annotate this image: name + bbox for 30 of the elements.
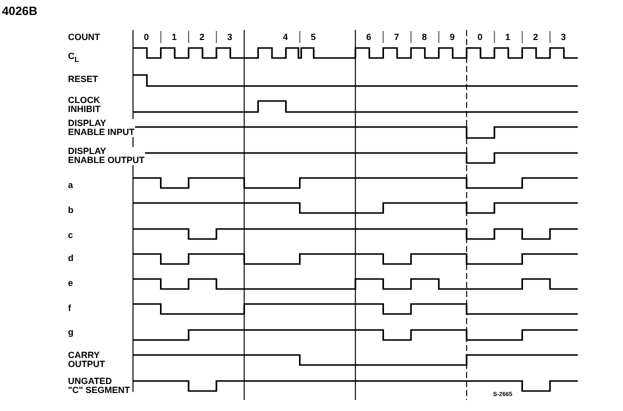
signal-name: COUNT	[68, 33, 100, 42]
count-value: 7	[394, 33, 400, 42]
count-value: 9	[450, 33, 455, 42]
signal-name: b	[68, 206, 74, 215]
signal-name: UNGATED "C" SEGMENT	[68, 377, 130, 395]
signal-name: a	[68, 181, 74, 190]
count-value: 5	[310, 33, 316, 42]
count-value: 8	[422, 33, 427, 42]
signal-name: C$_{L}$	[68, 52, 80, 64]
count-value: 6	[366, 33, 372, 42]
count-value: 0	[478, 33, 483, 42]
count-value: 0	[144, 33, 149, 42]
signal-name: e	[68, 279, 74, 288]
signal-name: CARRY OUTPUT	[68, 351, 105, 369]
signal-name: c	[68, 231, 74, 240]
count-value: 1	[172, 33, 177, 42]
signal-name: CLOCK INHIBIT	[68, 96, 100, 114]
signal-name: DISPLAY ENABLE INPUT	[68, 119, 135, 137]
count-value: 1	[505, 33, 510, 42]
signal-name: RESET	[68, 75, 98, 84]
signal-name: g	[68, 328, 74, 337]
title: 4026B	[2, 5, 38, 17]
count-value: 2	[200, 33, 205, 42]
signal-name: d	[68, 254, 74, 263]
count-value: 3	[560, 33, 566, 42]
signal-name: DISPLAY ENABLE OUTPUT	[68, 147, 144, 165]
count-value: 3	[227, 33, 232, 42]
signal-name: f	[68, 304, 71, 313]
count-value: 2	[533, 33, 538, 42]
count-value: 4	[282, 33, 288, 42]
